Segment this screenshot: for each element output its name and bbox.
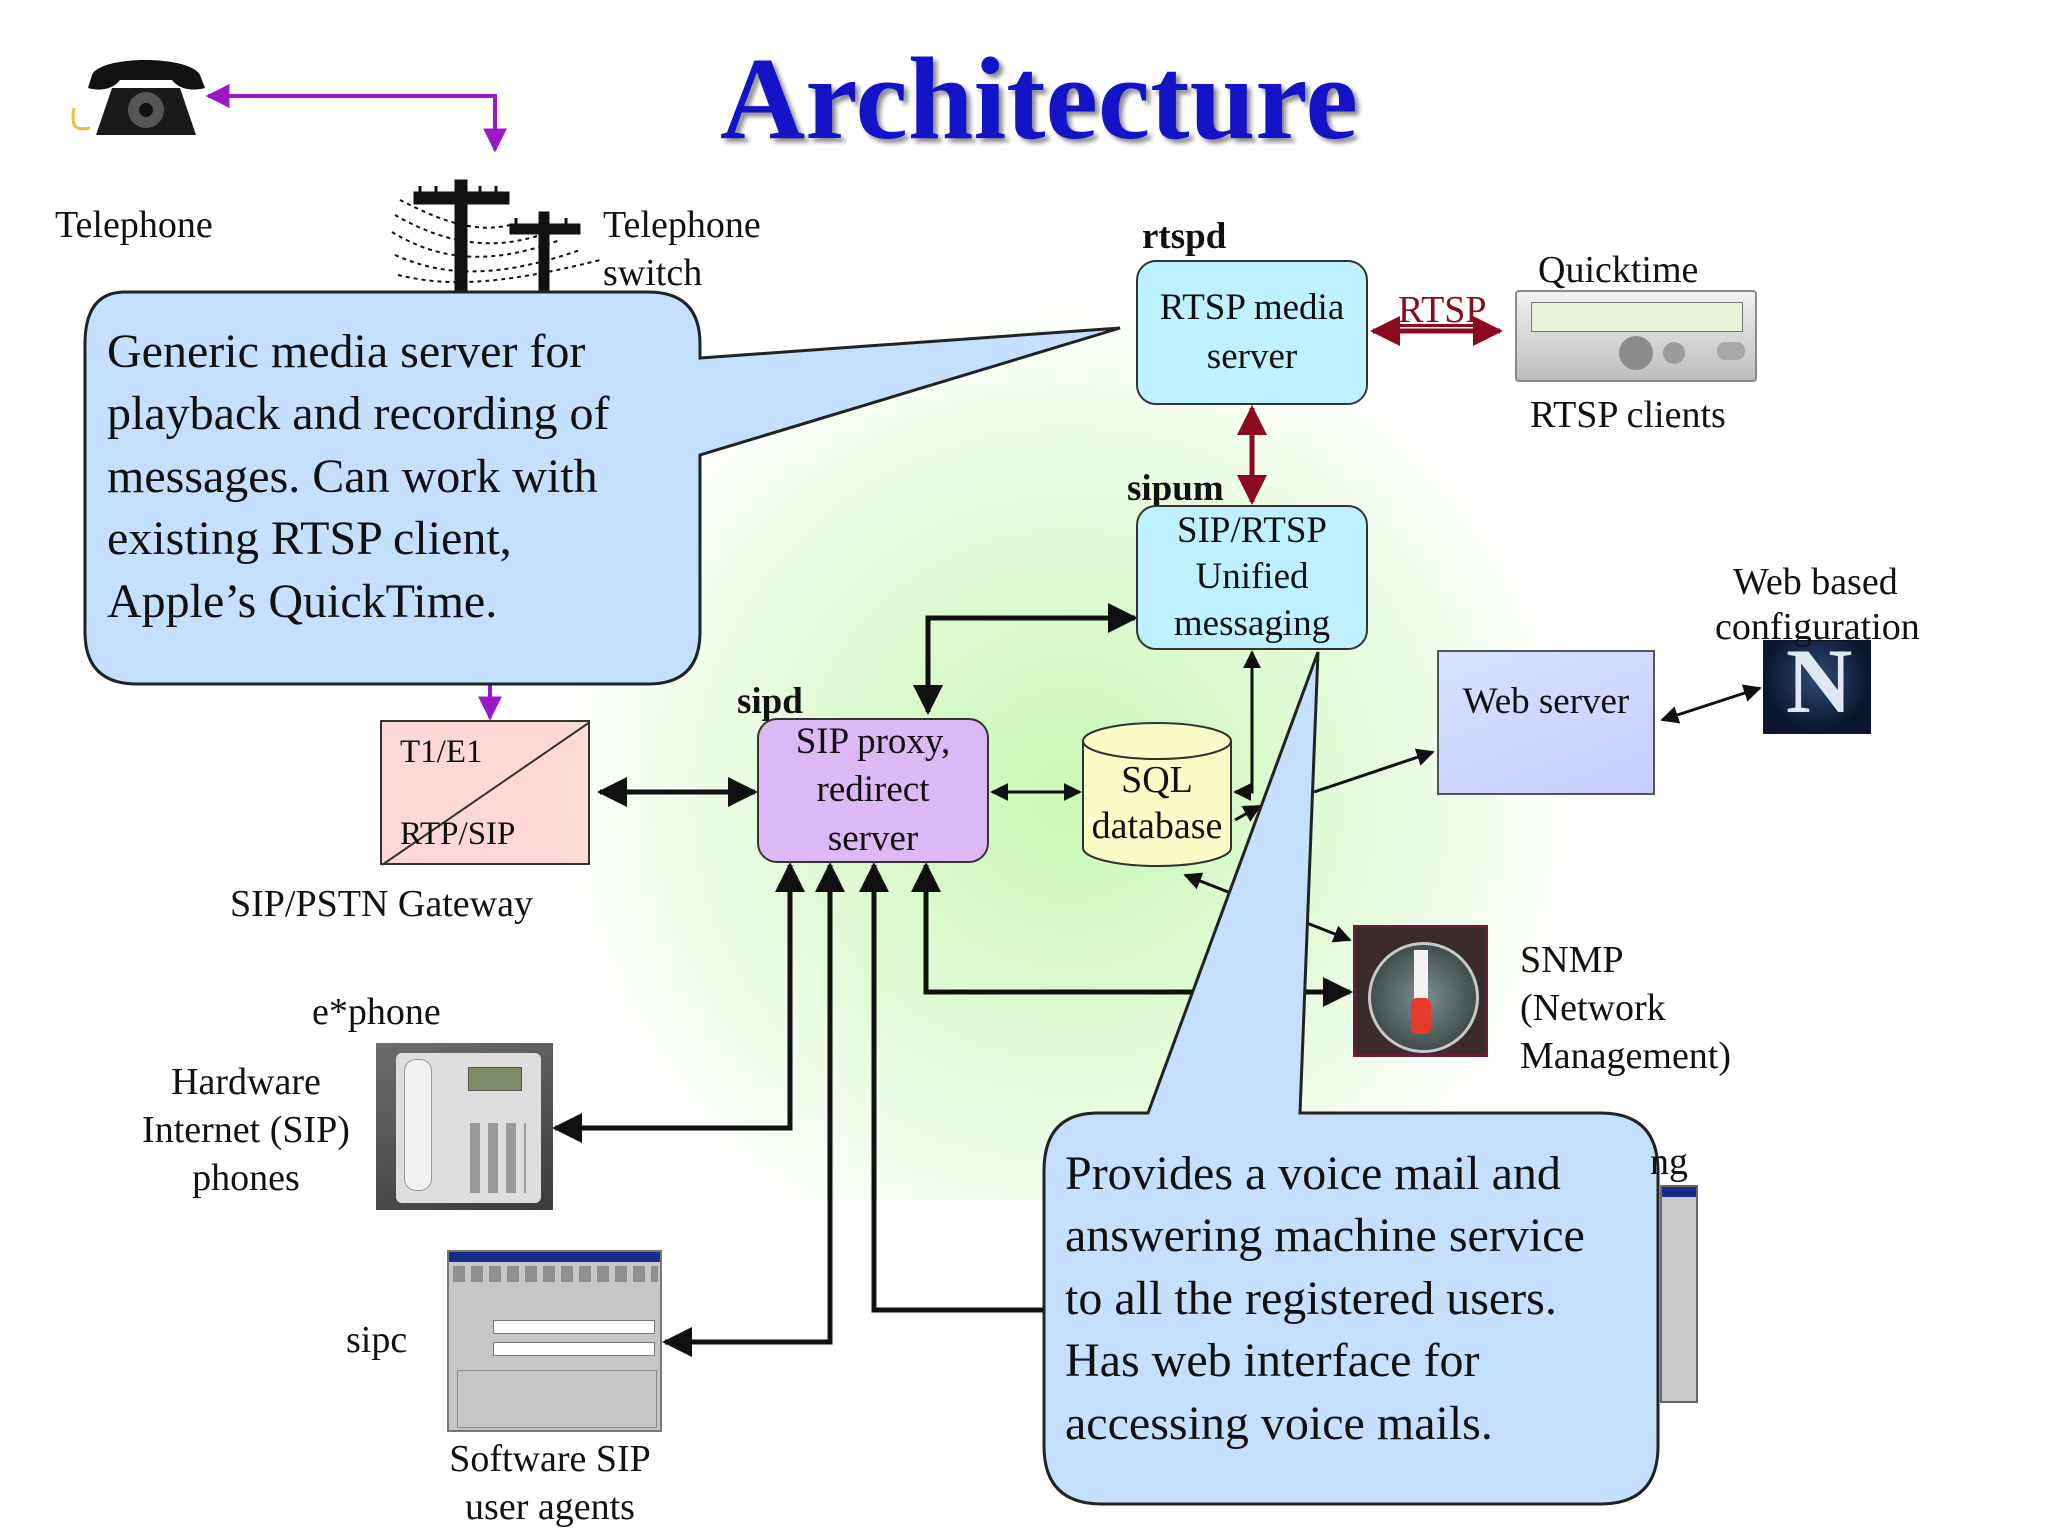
callout-right-text: Provides a voice mail and answering mach… — [1065, 1143, 1585, 1455]
snmp-bar — [1411, 998, 1431, 1034]
sipc-titlebar — [449, 1252, 660, 1262]
sql-database-label-line2[interactable]: database — [1091, 805, 1223, 847]
quicktime-label: Quicktime — [1538, 249, 1699, 291]
snmp-monitor-icon[interactable] — [1353, 925, 1488, 1057]
ephone-label-line1: Hardware — [171, 1061, 321, 1103]
ephone-label-line3: phones — [192, 1157, 300, 1199]
sipum-sql-link — [1233, 650, 1261, 801]
software-sip-client-window[interactable] — [447, 1250, 662, 1432]
telephone-switch-link — [205, 84, 507, 153]
sql-web-link — [1313, 748, 1435, 794]
proxy-phones-link — [552, 862, 805, 1143]
telephone-icon — [71, 60, 205, 135]
proxy-sipc-link — [662, 862, 845, 1357]
web-config-label-line1: Web based — [1733, 561, 1898, 603]
callout-left-line2: playback and recording of — [107, 387, 610, 441]
sipc-panel — [457, 1370, 657, 1428]
callout-left-line4: existing RTSP client, — [107, 512, 512, 566]
gateway-top-label: T1/E1 — [400, 734, 483, 770]
rtsp-clients-label: RTSP clients — [1530, 394, 1726, 436]
sipd-line3: server — [827, 817, 919, 859]
sipum-line2: Unified — [1195, 556, 1309, 598]
callout-right-line1: Provides a voice mail and — [1065, 1147, 1561, 1200]
sipd-line1: SIP proxy, — [795, 721, 951, 763]
telephone-switch-label-line1: Telephone — [603, 204, 761, 246]
quicktime-knob-2 — [1663, 342, 1685, 364]
page-title: Architecture — [720, 33, 1358, 164]
callout-left-shape — [83, 290, 1121, 686]
sipc-field-1 — [493, 1320, 655, 1334]
sql-right-link — [1234, 804, 1262, 822]
proxy-hidden-link — [859, 862, 1080, 1313]
netscape-browser-icon[interactable]: N — [1763, 635, 1871, 734]
partial-client-window[interactable] — [1660, 1185, 1698, 1403]
callout-right-line5: accessing voice mails. — [1065, 1396, 1493, 1450]
callout-left-line3: messages. Can work with — [107, 449, 598, 503]
quicktime-screen — [1531, 302, 1743, 332]
partial-client-label: ng — [1650, 1141, 1688, 1183]
rtsp-media-server-box[interactable]: RTSP media server — [1136, 260, 1368, 405]
sipd-line2: redirect — [816, 769, 930, 811]
hardware-sip-phone-icon[interactable] — [376, 1043, 553, 1210]
sipc-label-line1: Software SIP — [449, 1438, 651, 1480]
gateway-bottom-label: RTP/SIP — [400, 816, 516, 852]
callout-right-line2: answering machine service — [1065, 1209, 1585, 1263]
gateway-caption: SIP/PSTN Gateway — [230, 883, 533, 925]
sql-database-cylinder — [1082, 722, 1232, 867]
rtspd-tag: rtspd — [1142, 216, 1227, 257]
sipc-label-line2: user agents — [465, 1486, 635, 1528]
phone-handset — [404, 1059, 432, 1191]
telephone-label: Telephone — [55, 204, 213, 246]
phone-display — [468, 1067, 522, 1091]
web-config-label-line2: configuration — [1715, 606, 1920, 648]
ephone-tag: e*phone — [312, 991, 441, 1033]
sipum-line1: SIP/RTSP — [1177, 510, 1327, 552]
web-server-label: Web server — [1462, 681, 1630, 722]
snmp-label-line2: (Network — [1520, 987, 1666, 1029]
sip-proxy-redirect-server-box[interactable]: SIP proxy, redirect server — [757, 718, 989, 863]
callout-right-line4: Has web interface for — [1065, 1334, 1480, 1388]
callout-left-line1: Generic media server for — [107, 325, 586, 378]
sipc-toolbar — [453, 1266, 658, 1282]
telephone-switch-label-line2: switch — [603, 252, 703, 294]
quicktime-knob-1 — [1619, 336, 1653, 370]
web-browser-link — [1660, 684, 1762, 724]
callout-right-line3: to all the registered users. — [1065, 1271, 1557, 1325]
quicktime-knob-3 — [1717, 342, 1745, 360]
gateway-diagonal — [381, 721, 591, 866]
callout-left-text: Generic media server for playback and re… — [107, 321, 609, 633]
telephone-switch-poles — [391, 179, 601, 291]
partial-client-titlebar — [1662, 1187, 1696, 1197]
sql-database-label-line1[interactable]: SQL — [1121, 759, 1193, 801]
netscape-letter: N — [1786, 630, 1853, 732]
rtsp-media-server-line2: server — [1206, 335, 1298, 377]
snmp-label-line3: Management) — [1520, 1035, 1732, 1077]
sipd-tag: sipd — [737, 681, 803, 722]
sipc-field-2 — [493, 1342, 655, 1356]
web-server-box[interactable]: Web server — [1437, 650, 1655, 795]
sipc-tag: sipc — [346, 1319, 408, 1361]
sip-rtsp-unified-messaging-box[interactable]: SIP/RTSP Unified messaging — [1136, 505, 1368, 650]
phone-keypad — [470, 1123, 526, 1193]
rtsp-media-server-line1: RTSP media — [1159, 287, 1345, 329]
sipum-line3: messaging — [1173, 602, 1331, 644]
ephone-label-line2: Internet (SIP) — [142, 1109, 350, 1151]
sip-pstn-gateway-box[interactable] — [380, 720, 590, 865]
quicktime-player-icon[interactable] — [1515, 290, 1757, 382]
snmp-needle — [1414, 950, 1428, 1012]
snmp-label-line1: SNMP — [1520, 939, 1624, 981]
callout-right-shape — [1042, 651, 1660, 1506]
callout-left-line5: Apple’s QuickTime. — [107, 574, 498, 628]
rtsp-link-label: RTSP — [1398, 289, 1487, 331]
sipum-proxy-link — [913, 603, 1138, 715]
sipum-tag: sipum — [1127, 468, 1224, 509]
